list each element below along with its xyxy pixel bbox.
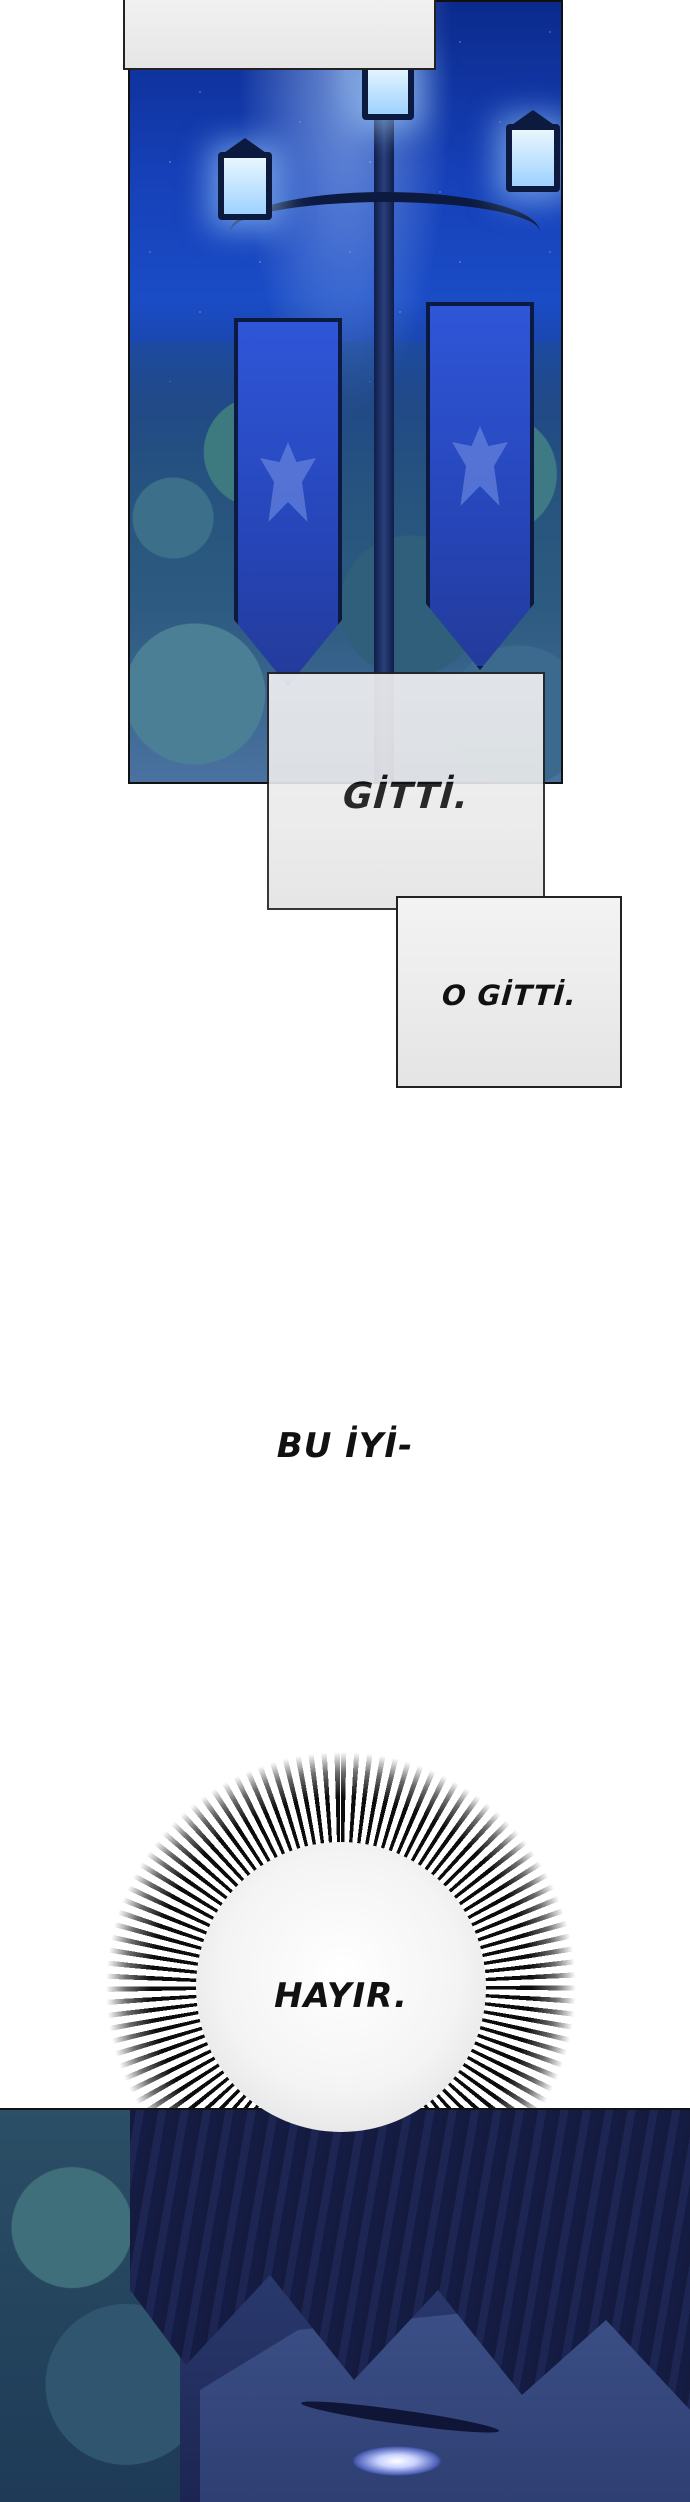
street-lamp-icon: [218, 152, 272, 220]
phoenix-crest-icon: [452, 426, 508, 506]
ornamental-scroll: [230, 192, 540, 272]
glowing-eye: [352, 2446, 442, 2476]
caption-box-first: GİTTİ.: [267, 672, 545, 910]
caption-text-second: O GİTTİ.: [440, 978, 578, 1012]
top-caption-box: [123, 0, 436, 70]
caption-box-second: O GİTTİ.: [396, 896, 622, 1088]
banner-left: [234, 318, 342, 686]
bubble-text: HAYIR.: [274, 1976, 408, 2016]
street-lamp-icon: [506, 124, 560, 192]
street-lamp-icon: [362, 60, 414, 120]
floating-dialogue: BU İYİ-: [276, 1426, 414, 1466]
caption-text-first: GİTTİ.: [341, 775, 471, 817]
burst-speech-bubble: HAYIR.: [196, 1842, 486, 2132]
banner-right: [426, 302, 534, 670]
phoenix-crest-icon: [260, 442, 316, 522]
face-skin: [200, 2310, 690, 2502]
face-closeup-panel: [0, 2108, 690, 2502]
night-lamp-panel: [128, 0, 563, 784]
